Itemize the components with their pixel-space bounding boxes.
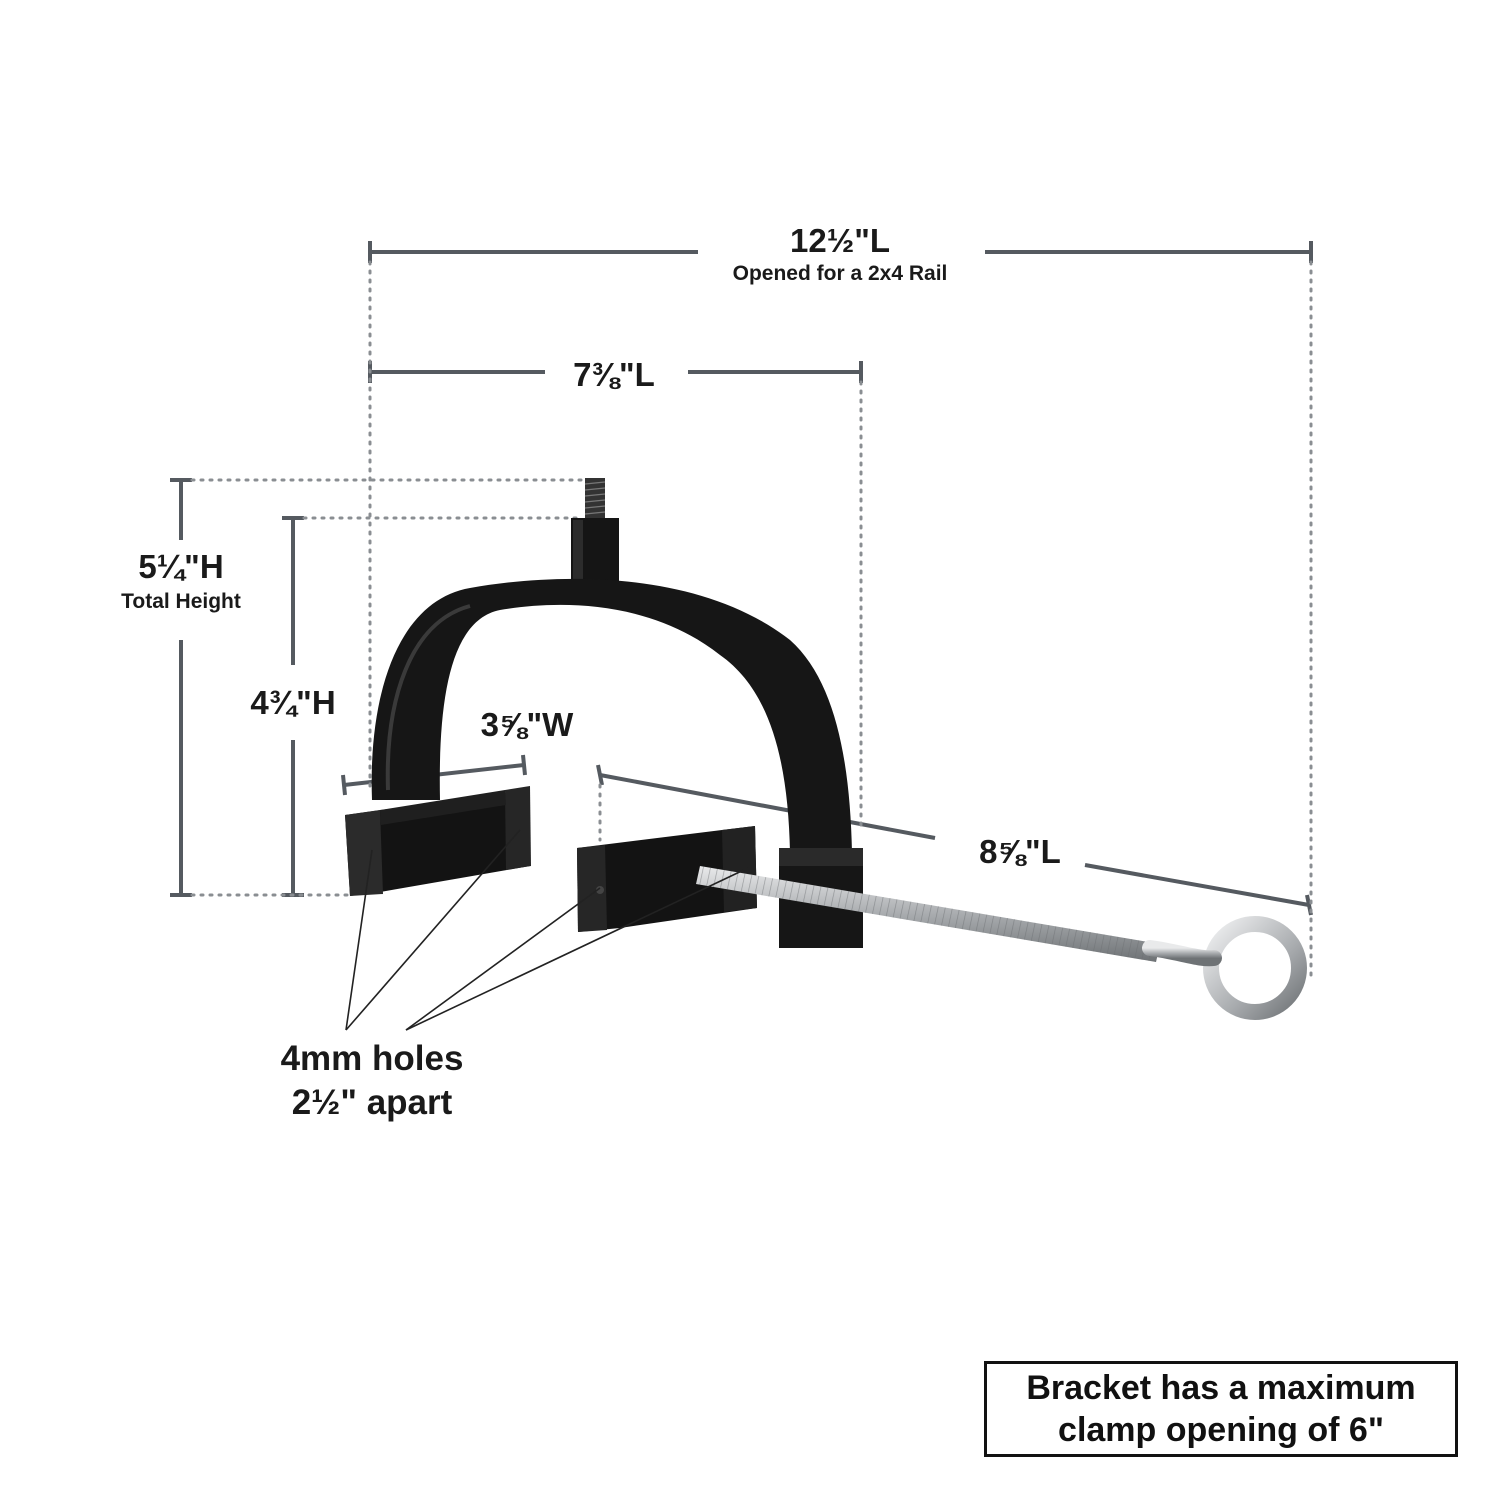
overall-length-caption: Opened for a 2x4 Rail xyxy=(733,262,948,285)
overall-length-label: 12½"L xyxy=(790,222,890,259)
holes-note-line1: 4mm holes xyxy=(281,1039,464,1078)
rod-length-line-right xyxy=(1084,863,1310,907)
clamp-note-line2: clamp opening of 6" xyxy=(1058,1411,1384,1449)
dimension-lines xyxy=(170,241,1313,916)
eye-loop xyxy=(1203,916,1307,1020)
clamp-opening-note: Bracket has a maximum clamp opening of 6… xyxy=(984,1361,1458,1457)
width-tick-right xyxy=(521,754,527,776)
extension-lines xyxy=(190,260,1313,982)
rod-length-tick-left xyxy=(596,764,604,786)
rod-length-line-left xyxy=(599,773,936,840)
width-tick-left xyxy=(341,774,347,796)
rod-length-label: 8⅝"L xyxy=(979,833,1061,870)
curved-band xyxy=(371,578,852,852)
total-height-caption: Total Height xyxy=(121,590,241,613)
width-label: 3⅝"W xyxy=(481,706,575,743)
holes-note-line2: 2½" apart xyxy=(292,1083,453,1122)
bracket-length-label: 7⅜"L xyxy=(573,356,655,393)
bracket-illustration xyxy=(345,478,1307,1020)
right-mount-block xyxy=(577,826,757,932)
hole-leader-lines xyxy=(345,829,749,1031)
total-height-label: 5¼"H xyxy=(138,548,223,585)
clamp-note-line1: Bracket has a maximum xyxy=(1026,1369,1416,1407)
left-hole xyxy=(596,886,604,894)
bracket-height-label: 4¾"H xyxy=(250,684,335,721)
